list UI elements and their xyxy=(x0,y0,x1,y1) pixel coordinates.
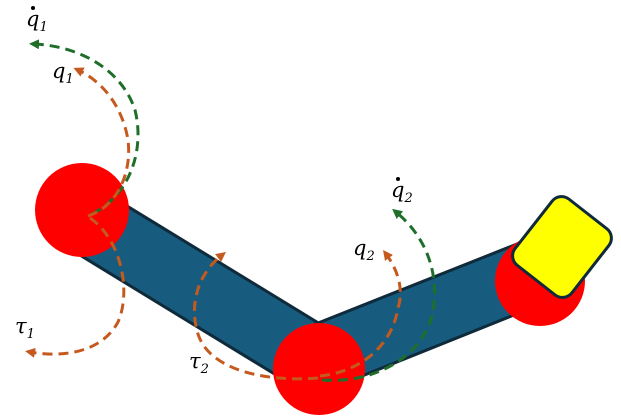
label-tau1: τ1 xyxy=(15,314,35,342)
svg-text:q1: q1 xyxy=(26,7,48,35)
dot-mark-q2 xyxy=(396,177,400,181)
end-effector xyxy=(511,195,613,299)
label-tau2: τ2 xyxy=(189,349,209,377)
svg-text:q2: q2 xyxy=(353,236,375,264)
label-q1: q1 xyxy=(52,59,74,87)
svg-text:q1: q1 xyxy=(52,59,74,87)
dot-mark-q1 xyxy=(31,6,35,10)
svg-text:τ1: τ1 xyxy=(15,314,35,342)
q2-arrow xyxy=(319,249,402,378)
svg-text:q2: q2 xyxy=(391,178,413,206)
label-q2-dot: q2 xyxy=(391,177,413,206)
joint-elbow xyxy=(273,323,365,415)
joint-base xyxy=(35,163,129,257)
label-q1-dot: q1 xyxy=(26,6,48,35)
tau1-arrow xyxy=(25,216,126,358)
svg-text:τ2: τ2 xyxy=(189,349,209,377)
label-q2: q2 xyxy=(353,236,375,264)
tau2-arrow xyxy=(193,251,319,381)
q2-dot-arrow xyxy=(321,208,437,382)
